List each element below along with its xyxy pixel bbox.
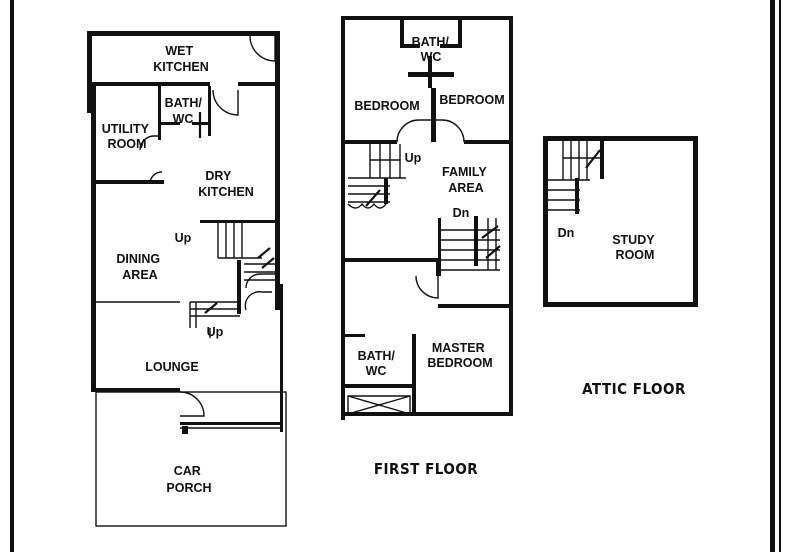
ground-stair-up-label-2: Up [207, 325, 224, 339]
attic-floor-labels: Dn STUDY ROOM ATTIC FLOOR [558, 226, 686, 398]
first-floor-plan [341, 16, 513, 420]
first-stair-down [438, 216, 501, 276]
first-stair-up [347, 144, 406, 209]
ground-stair-up-label: Up [175, 231, 192, 245]
utility-room-label: UTILITY ROOM [102, 122, 152, 151]
study-room-label: STUDY ROOM [612, 233, 658, 262]
first-stair-down-label: Dn [453, 206, 470, 220]
attic-stair-down-label: Dn [558, 226, 575, 240]
first-floor-labels: BATH/ WC BEDROOM BEDROOM Up FAMILY AREA … [354, 35, 504, 478]
family-area-label: FAMILY AREA [442, 165, 490, 195]
ground-stair-lines [217, 223, 276, 289]
attic-floor-plan [543, 136, 698, 307]
wet-kitchen-label: WET KITCHEN [153, 44, 209, 74]
ground-bath-wc-label: BATH/ WC [165, 96, 206, 126]
first-floor-title: FIRST FLOOR [374, 460, 478, 478]
bedroom-right-label: BEDROOM [439, 93, 504, 107]
master-bedroom-label: MASTER BEDROOM [427, 341, 492, 370]
ground-floor-labels: WET KITCHEN BATH/ WC UTILITY ROOM DRY KI… [102, 44, 254, 495]
ground-floor-plan [87, 31, 287, 527]
car-porch-label: CAR PORCH [166, 464, 211, 495]
page-border [10, 0, 781, 552]
first-stair-up-label: Up [405, 151, 422, 165]
ground-stair-up-2 [189, 301, 240, 338]
first-bath-wc-bottom-label: BATH/ WC [358, 349, 399, 378]
bedroom-left-label: BEDROOM [354, 99, 419, 113]
lounge-label: LOUNGE [145, 360, 198, 374]
attic-floor-title: ATTIC FLOOR [582, 380, 686, 398]
first-bath-wc-top-label: BATH/ WC [412, 35, 453, 64]
dry-kitchen-label: DRY KITCHEN [198, 169, 254, 199]
dining-area-label: DINING AREA [116, 252, 163, 282]
attic-stair [548, 141, 604, 214]
